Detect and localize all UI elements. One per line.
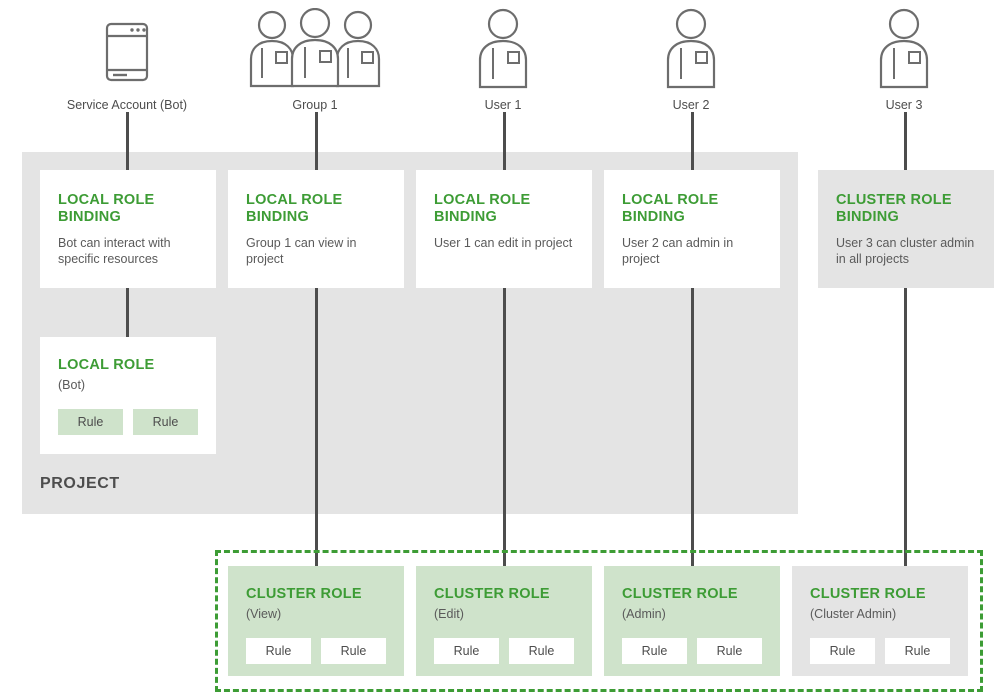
actor-label: Group 1: [292, 98, 338, 112]
cluster-role-cluster-admin[interactable]: CLUSTER ROLE (Cluster Admin) Rule Rule: [792, 566, 968, 676]
rule-chip[interactable]: Rule: [434, 638, 499, 664]
card-title: LOCAL ROLE BINDING: [58, 192, 155, 225]
rule-list: Rule Rule: [246, 638, 386, 664]
rule-list: Rule Rule: [810, 638, 950, 664]
user-person-icon: [823, 8, 985, 96]
rule-chip[interactable]: Rule: [321, 638, 386, 664]
actor-group-1[interactable]: Group 1: [234, 8, 396, 112]
connector-user3: [904, 112, 907, 568]
card-subtitle: (Bot): [58, 378, 86, 392]
cluster-role-admin[interactable]: CLUSTER ROLE (Admin) Rule Rule: [604, 566, 780, 676]
rule-chip[interactable]: Rule: [622, 638, 687, 664]
rule-chip[interactable]: Rule: [810, 638, 875, 664]
card-title: CLUSTER ROLE: [434, 586, 550, 602]
rule-chip[interactable]: Rule: [133, 409, 198, 435]
rule-chip[interactable]: Rule: [58, 409, 123, 435]
local-role-binding-bot[interactable]: LOCAL ROLE BINDING Bot can interact with…: [40, 170, 216, 288]
local-role-binding-user2[interactable]: LOCAL ROLE BINDING User 2 can admin in p…: [604, 170, 780, 288]
rule-chip[interactable]: Rule: [885, 638, 950, 664]
local-role-binding-group1[interactable]: LOCAL ROLE BINDING Group 1 can view in p…: [228, 170, 404, 288]
rule-list: Rule Rule: [434, 638, 574, 664]
rule-list: Rule Rule: [622, 638, 762, 664]
card-description: Bot can interact with specific resources: [58, 236, 171, 266]
actor-service-account[interactable]: Service Account (Bot): [46, 8, 208, 112]
card-description: User 1 can edit in project: [434, 236, 573, 250]
cluster-role-binding-user3[interactable]: CLUSTER ROLE BINDING User 3 can cluster …: [818, 170, 994, 288]
cluster-role-view[interactable]: CLUSTER ROLE (View) Rule Rule: [228, 566, 404, 676]
card-title: LOCAL ROLE BINDING: [434, 192, 531, 225]
card-title: LOCAL ROLE BINDING: [246, 192, 343, 225]
cluster-role-edit[interactable]: CLUSTER ROLE (Edit) Rule Rule: [416, 566, 592, 676]
card-title: CLUSTER ROLE: [622, 586, 738, 602]
connector-user1: [503, 112, 506, 568]
actor-user-2[interactable]: User 2: [610, 8, 772, 112]
card-title: CLUSTER ROLE BINDING: [836, 192, 952, 225]
card-subtitle: (View): [246, 607, 282, 621]
rule-chip[interactable]: Rule: [246, 638, 311, 664]
rule-chip[interactable]: Rule: [509, 638, 574, 664]
card-subtitle: (Edit): [434, 607, 464, 621]
card-description: User 2 can admin in project: [622, 236, 734, 266]
actor-label: Service Account (Bot): [66, 98, 188, 112]
connector-user2: [691, 112, 694, 568]
cluster-roles-region: [215, 550, 983, 692]
card-subtitle: (Cluster Admin): [810, 607, 897, 621]
actor-user-1[interactable]: User 1: [422, 8, 584, 112]
card-title: LOCAL ROLE BINDING: [622, 192, 719, 225]
actor-label: User 3: [885, 98, 923, 112]
card-description: Group 1 can view in project: [246, 236, 357, 266]
actor-user-3[interactable]: User 3: [823, 8, 985, 112]
rule-list: Rule Rule: [58, 409, 198, 435]
user-person-icon: [610, 8, 772, 96]
local-role-bot[interactable]: LOCAL ROLE (Bot) Rule Rule: [40, 337, 216, 454]
connector-group1: [315, 112, 318, 568]
actor-label: User 1: [484, 98, 522, 112]
card-title: CLUSTER ROLE: [810, 586, 926, 602]
local-role-binding-user1[interactable]: LOCAL ROLE BINDING User 1 can edit in pr…: [416, 170, 592, 288]
card-description: User 3 can cluster admin in all projects: [836, 236, 975, 266]
card-title: LOCAL ROLE: [58, 357, 155, 373]
rule-chip[interactable]: Rule: [697, 638, 762, 664]
card-title: CLUSTER ROLE: [246, 586, 362, 602]
bot-window-icon: [46, 8, 208, 96]
project-label: PROJECT: [40, 475, 120, 492]
group-people-icon: [234, 8, 396, 96]
actor-label: User 2: [672, 98, 710, 112]
card-subtitle: (Admin): [622, 607, 666, 621]
user-person-icon: [422, 8, 584, 96]
